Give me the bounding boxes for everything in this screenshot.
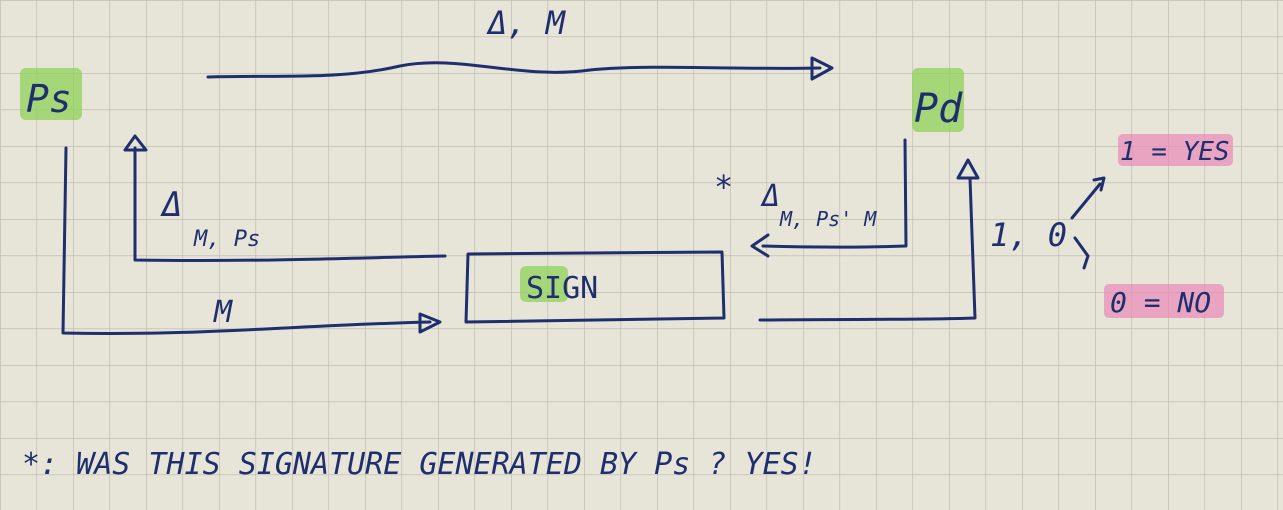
yes-arrow bbox=[1070, 182, 1102, 220]
verify-line bbox=[761, 138, 908, 249]
top-arrowhead bbox=[810, 56, 834, 81]
result-arrowhead bbox=[956, 158, 980, 180]
sign-highlight bbox=[520, 266, 568, 302]
yes-highlight bbox=[1118, 134, 1233, 166]
result-label: 1, 0 bbox=[990, 216, 1067, 254]
return-label-sub: M, Ps bbox=[193, 227, 260, 252]
verify-arrowhead bbox=[750, 233, 770, 258]
ps-label: Ps bbox=[26, 77, 72, 121]
top-edge-label: Δ, M bbox=[486, 4, 567, 42]
return-arrowhead bbox=[123, 134, 148, 152]
return-line bbox=[133, 146, 447, 263]
pd-highlight bbox=[912, 68, 964, 132]
footnote: *: WAS THIS SIGNATURE GENERATED BY Ps ? … bbox=[22, 447, 817, 482]
sign-label: SIGN bbox=[526, 271, 598, 306]
sign-box-outline bbox=[464, 250, 726, 324]
no-arrow bbox=[1073, 236, 1090, 270]
verify-label-main: Δ bbox=[760, 179, 780, 214]
no-highlight bbox=[1104, 284, 1224, 318]
outcome-yes: 1 = YES bbox=[1120, 137, 1230, 167]
outcome-no: 0 = NO bbox=[1110, 286, 1211, 319]
result-line bbox=[758, 176, 977, 322]
pd-label: Pd bbox=[914, 86, 963, 132]
return-label-main: Δ bbox=[160, 185, 182, 225]
message-label: M bbox=[213, 295, 233, 330]
top-arrow-line bbox=[206, 61, 822, 79]
verify-label-sub: M, Ps' M bbox=[779, 207, 877, 231]
message-line bbox=[61, 146, 432, 336]
verify-star: * bbox=[714, 168, 733, 206]
yes-arrowhead bbox=[1092, 176, 1106, 192]
message-arrowhead bbox=[418, 312, 442, 334]
ps-highlight bbox=[20, 68, 82, 120]
